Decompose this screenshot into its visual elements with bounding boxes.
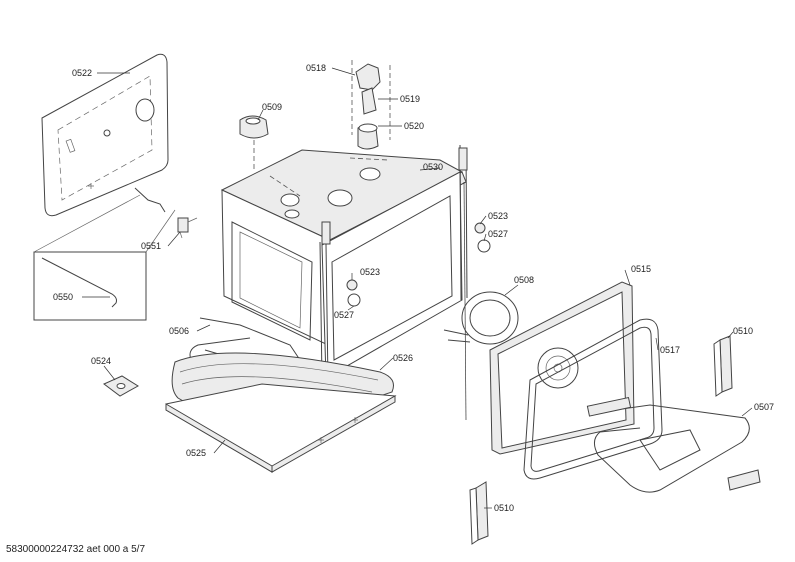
callout-0519: 0519 bbox=[400, 94, 420, 104]
callout-0517: 0517 bbox=[660, 345, 680, 355]
callout-0507: 0507 bbox=[754, 402, 774, 412]
callout-0522: 0522 bbox=[72, 68, 92, 78]
part-0515-fan-wall bbox=[489, 281, 635, 455]
part-0510-hinge-upper bbox=[713, 335, 733, 397]
callout-0518: 0518 bbox=[306, 63, 326, 73]
callout-0551: 0551 bbox=[141, 241, 161, 251]
part-0522-rear-panel bbox=[41, 53, 169, 217]
callout-0508: 0508 bbox=[514, 275, 534, 285]
part-0507-grill-element bbox=[586, 396, 761, 493]
callout-0523-lower: 0523 bbox=[360, 267, 380, 277]
callout-0515: 0515 bbox=[631, 264, 651, 274]
part-0524-pad bbox=[103, 375, 139, 397]
callout-0506: 0506 bbox=[169, 326, 189, 336]
callout-0526: 0526 bbox=[393, 353, 413, 363]
part-0518-0520-fan-motor-parts bbox=[351, 60, 391, 150]
part-0510-hinge-lower bbox=[469, 481, 489, 545]
callout-0527-lower: 0527 bbox=[334, 310, 354, 320]
part-0517-frame-gasket bbox=[523, 318, 663, 480]
callout-labels: 0522 0518 0519 0509 0520 0530 0523 0527 … bbox=[53, 63, 774, 513]
callout-0524: 0524 bbox=[91, 356, 111, 366]
callout-0530: 0530 bbox=[423, 162, 443, 172]
callout-0550: 0550 bbox=[53, 292, 73, 302]
callout-0520: 0520 bbox=[404, 121, 424, 131]
part-0530-oven-housing bbox=[220, 144, 468, 421]
callout-0525: 0525 bbox=[186, 448, 206, 458]
callout-0510-upper: 0510 bbox=[733, 326, 753, 336]
part-0550-0551-inset bbox=[33, 187, 198, 321]
part-0508-ring-heater bbox=[443, 291, 519, 345]
callout-0510-lower: 0510 bbox=[494, 503, 514, 513]
part-0509-fan-cover bbox=[239, 115, 269, 172]
callout-0509: 0509 bbox=[262, 102, 282, 112]
leader-lines bbox=[82, 67, 753, 509]
document-id: 58300000224732 aet 000 a 5/7 bbox=[6, 544, 146, 555]
part-0523-0527-lamp-parts bbox=[346, 222, 491, 307]
callout-0527-upper: 0527 bbox=[488, 229, 508, 239]
part-0525-bottom-plate bbox=[165, 383, 397, 473]
callout-0523-upper: 0523 bbox=[488, 211, 508, 221]
